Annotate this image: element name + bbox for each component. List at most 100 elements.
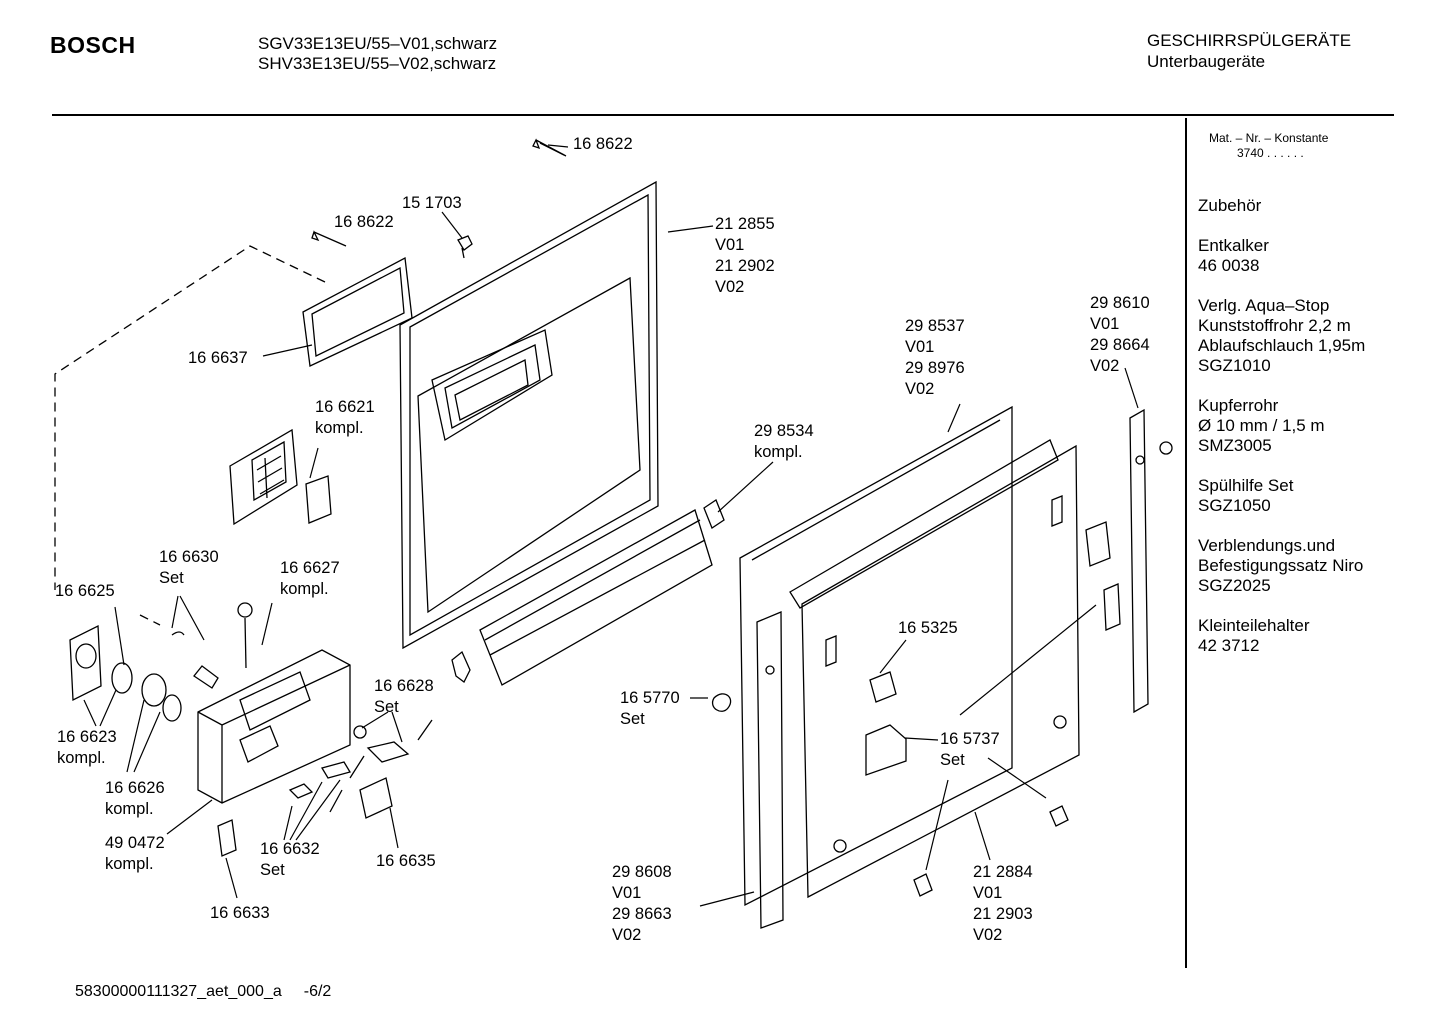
hinge-spring [171,631,219,689]
category-line-1: GESCHIRRSPÜLGERÄTE [1147,31,1352,50]
small-bracket [217,819,237,857]
part-label-166626: 16 6626 kompl. [105,778,165,820]
part-label-line: V01 [1090,315,1120,333]
part-label-line: Set [940,751,965,769]
part-label-line: 16 6625 [55,582,115,600]
part-label-line: 29 8534 [754,422,814,440]
part-label-151703: 15 1703 [402,193,462,214]
ring-seal-a [111,662,133,694]
model-list: SGV33E13EU/55–V01,schwarz SHV33E13EU/55–… [258,34,497,74]
accessory-line: Kunststoffrohr 2,2 m [1198,316,1351,335]
accessory-line: Kleinteilehalter [1198,616,1310,635]
part-label-line: kompl. [105,800,154,818]
part-label-line: kompl. [280,580,329,598]
mat-value: 3740 . . . . . . [1237,146,1304,160]
front-panel-frame [789,439,1059,609]
part-label-line: Set [159,569,184,587]
front-panel-inner [801,444,1080,899]
dispenser-seal [305,475,332,524]
part-label-line: 29 8537 [905,317,965,335]
accessory-line: Verblendungs.und [1198,536,1336,555]
hook-right [703,499,725,529]
part-label-line: 21 2902 [715,257,775,275]
part-label-line: 16 6635 [376,852,436,870]
accessory-line: Zubehör [1198,196,1262,215]
model-line-2: SHV33E13EU/55–V02,schwarz [258,54,497,73]
header-divider [52,114,1394,116]
part-label-line: V02 [715,278,745,296]
part-label-165325: 16 5325 [898,618,958,639]
seal-frame [302,256,413,367]
part-label-166637: 16 6637 [188,348,248,369]
part-label-line: 21 2855 [715,215,775,233]
side-strip-right [1129,408,1149,714]
part-label-line: V01 [905,338,935,356]
part-label-line: 16 5325 [898,619,958,637]
accessory-line: 46 0038 [1198,256,1260,275]
part-label-line: 21 2884 [973,863,1033,881]
part-label-line: 16 6623 [57,728,117,746]
leader-lines [83,144,1139,907]
knob-part [711,693,732,712]
part-label-line: 29 8610 [1090,294,1150,312]
part-label-line: 16 6637 [188,349,248,367]
part-label-line: 16 6630 [159,548,219,566]
dashed-assembly-line [54,245,326,626]
dispenser-unit [197,649,351,804]
part-label-line: 16 6626 [105,779,165,797]
part-label-line: V02 [905,380,935,398]
part-label-line: 15 1703 [402,194,462,212]
part-label-166635: 16 6635 [376,851,436,872]
part-label-line: Set [260,861,285,879]
accessory-line: Spülhilfe Set [1198,476,1294,495]
accessory-line: SGZ1050 [1198,496,1271,515]
part-label-line: 16 6633 [210,904,270,922]
accessory-line: Verlg. Aqua–Stop [1198,296,1330,315]
accessory-line: SMZ3005 [1198,436,1272,455]
side-strip-left [756,611,784,929]
part-label-line: 29 8608 [612,863,672,881]
part-label-166627: 16 6627 kompl. [280,558,340,600]
accessory-line: Kupferrohr [1198,396,1279,415]
foot-bracket-a [1049,805,1069,827]
part-label-line: 16 8622 [334,213,394,231]
part-label-166625: 16 6625 [55,581,115,602]
accessory-line: Ablaufschlauch 1,95m [1198,336,1366,355]
part-label-line: 16 6621 [315,398,375,416]
clip-side [1159,441,1173,455]
part-label-line: 21 2903 [973,905,1033,923]
part-label-line: 16 6628 [374,677,434,695]
part-label-line: V02 [612,926,642,944]
part-label-line: Set [374,698,399,716]
part-label-line: 16 6627 [280,559,340,577]
mat-title: Mat. – Nr. – Konstante [1209,131,1329,145]
accessory-line: Ø 10 mm / 1,5 m [1198,416,1325,435]
part-label-line: kompl. [105,855,154,873]
screw-left-icon [311,230,347,247]
bracket-165737 [865,724,907,776]
part-label-line: 49 0472 [105,834,165,852]
part-label-line: V02 [1090,357,1120,375]
ring-seal-b [141,673,182,722]
part-label-line: 16 5770 [620,689,680,707]
part-label-line: 16 6632 [260,840,320,858]
bracket-165325 [869,671,897,703]
part-label-line: 16 8622 [573,135,633,153]
part-label-line: Set [620,710,645,728]
accessory-group: Zubehör [1198,196,1365,216]
